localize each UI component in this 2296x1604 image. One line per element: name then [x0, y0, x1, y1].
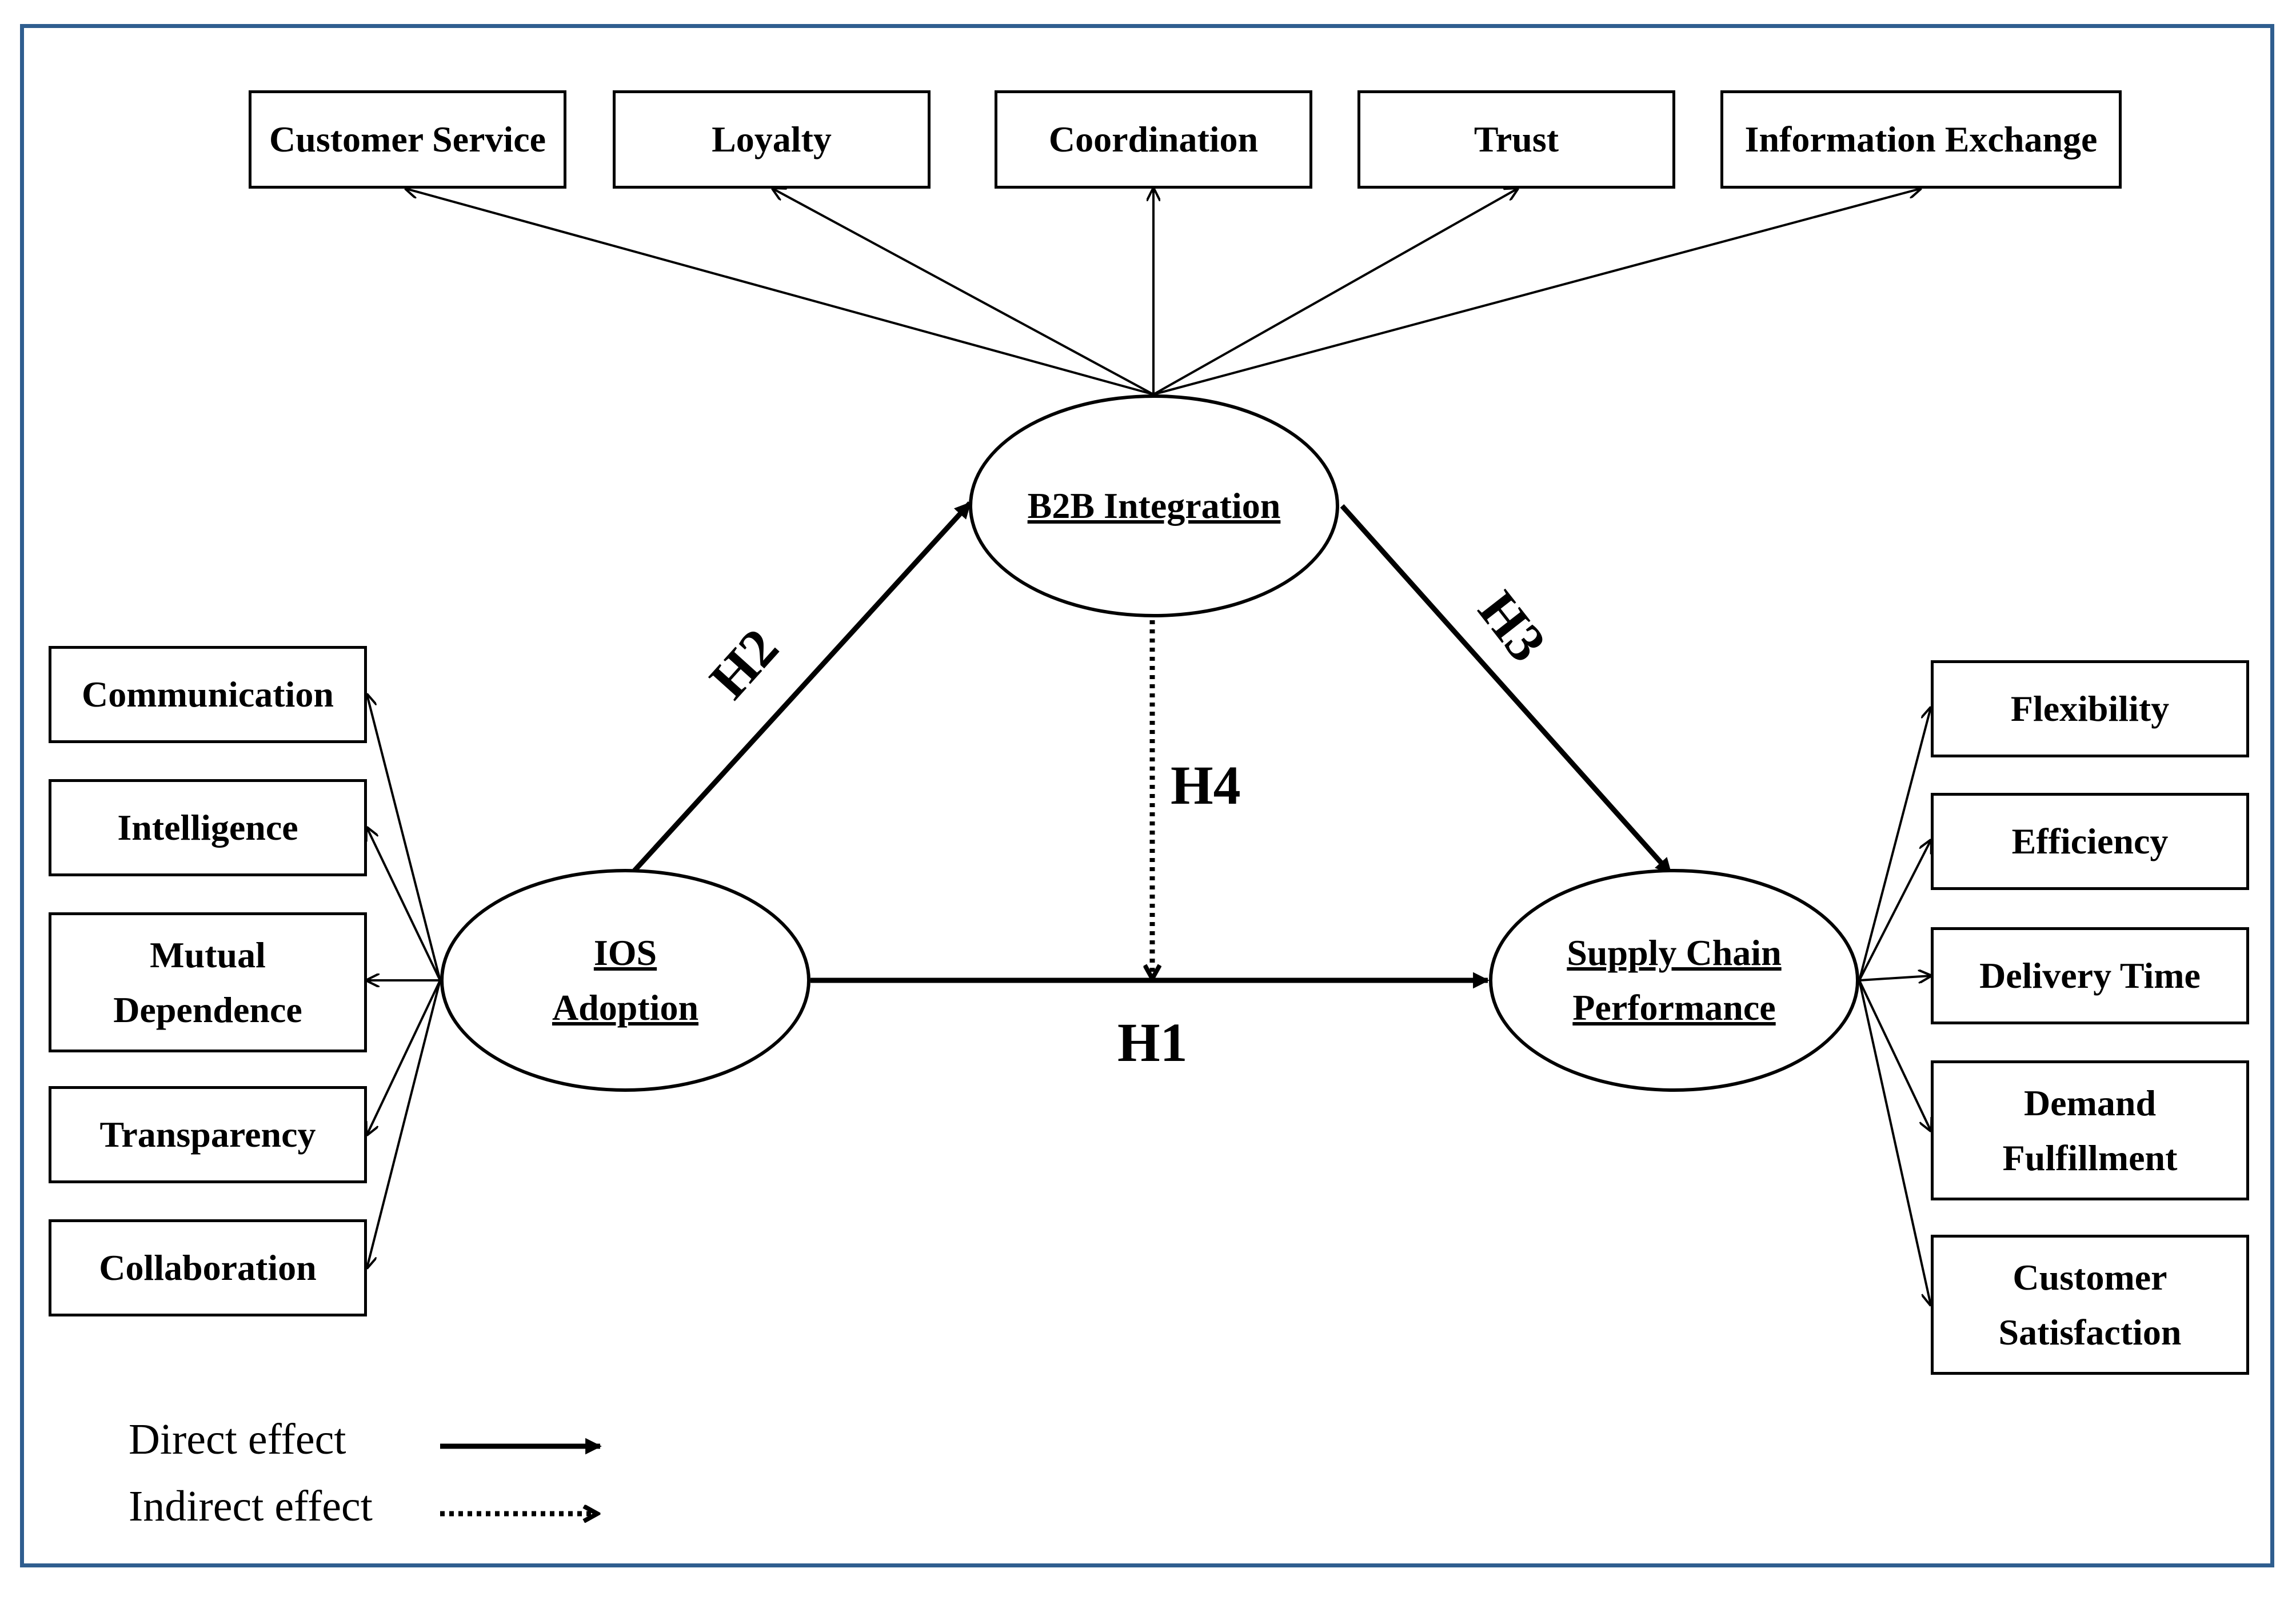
label-h1: H1	[1117, 1012, 1188, 1073]
arrow-to-collaboration	[367, 980, 441, 1268]
oval-b2b-integration: B2B Integration	[969, 394, 1339, 617]
label-delivery-time: Delivery Time	[1979, 955, 2201, 996]
h3-path	[1340, 504, 1673, 875]
diagram-frame	[20, 24, 2274, 1567]
label-demand: Demand	[2023, 1082, 2157, 1123]
label-h4: H4	[1171, 755, 1241, 816]
label-customer: Customer	[2013, 1256, 2167, 1298]
box-customer-service: Customer Service	[249, 90, 566, 189]
arrow-to-delivery-time	[1859, 976, 1931, 980]
box-loyalty: Loyalty	[613, 90, 931, 189]
box-efficiency: Efficiency	[1931, 793, 2249, 890]
box-collaboration: Collaboration	[49, 1219, 367, 1316]
ios-indicator-arrows	[367, 695, 441, 1268]
box-communication: Communication	[49, 646, 367, 743]
label-information-exchange: Information Exchange	[1744, 119, 2098, 159]
oval-ios-adoption: IOS Adoption	[440, 869, 810, 1092]
box-intelligence: Intelligence	[49, 779, 367, 876]
box-information-exchange: Information Exchange	[1720, 90, 2122, 189]
arrow-to-trust	[1153, 189, 1518, 396]
label-loyalty: Loyalty	[712, 119, 832, 159]
label-communication: Communication	[82, 674, 334, 715]
arrow-to-customer-satisfaction	[1858, 980, 1931, 1305]
label-satisfaction: Satisfaction	[1998, 1311, 2182, 1352]
h2-path	[632, 501, 972, 873]
label-intelligence: Intelligence	[117, 807, 298, 848]
arrow-to-flexibility	[1858, 708, 1931, 981]
legend-indirect-label: Indirect effect	[129, 1482, 373, 1530]
box-delivery-time: Delivery Time	[1931, 927, 2249, 1024]
label-supply-chain: Supply Chain	[1567, 932, 1782, 973]
label-dependence: Dependence	[113, 989, 302, 1030]
label-transparency: Transparency	[99, 1114, 316, 1155]
label-mutual: Mutual	[150, 934, 266, 975]
label-efficiency: Efficiency	[2011, 821, 2169, 861]
arrow-to-demand-fulfillment	[1858, 980, 1931, 1131]
label-trust: Trust	[1474, 119, 1559, 159]
label-performance: Performance	[1572, 987, 1776, 1028]
oval-supply-chain-performance: Supply Chain Performance	[1489, 869, 1859, 1092]
arrow-to-intelligence	[367, 828, 441, 981]
label-fulfillment: Fulfillment	[2002, 1137, 2178, 1178]
box-coordination: Coordination	[995, 90, 1312, 189]
arrow-to-communication	[367, 695, 441, 981]
label-b2b-integration: B2B Integration	[1027, 485, 1281, 526]
arrow-to-transparency	[367, 980, 441, 1135]
legend-direct-label: Direct effect	[129, 1415, 346, 1463]
label-adoption: Adoption	[552, 987, 699, 1028]
arrow-to-loyalty	[773, 189, 1154, 396]
box-transparency: Transparency	[49, 1086, 367, 1183]
arrow-to-information-exchange	[1153, 189, 1920, 396]
label-customer-service: Customer Service	[269, 119, 546, 159]
label-ios: IOS	[593, 932, 657, 973]
b2b-indicator-arrows	[406, 189, 1920, 396]
box-trust: Trust	[1357, 90, 1675, 189]
arrow-to-efficiency	[1858, 840, 1931, 981]
label-coordination: Coordination	[1048, 119, 1259, 159]
label-flexibility: Flexibility	[2010, 688, 2170, 729]
label-collaboration: Collaboration	[99, 1247, 317, 1288]
box-flexibility: Flexibility	[1931, 660, 2249, 757]
arrow-to-customer-service	[406, 189, 1154, 396]
scp-indicator-arrows	[1858, 708, 1931, 1305]
